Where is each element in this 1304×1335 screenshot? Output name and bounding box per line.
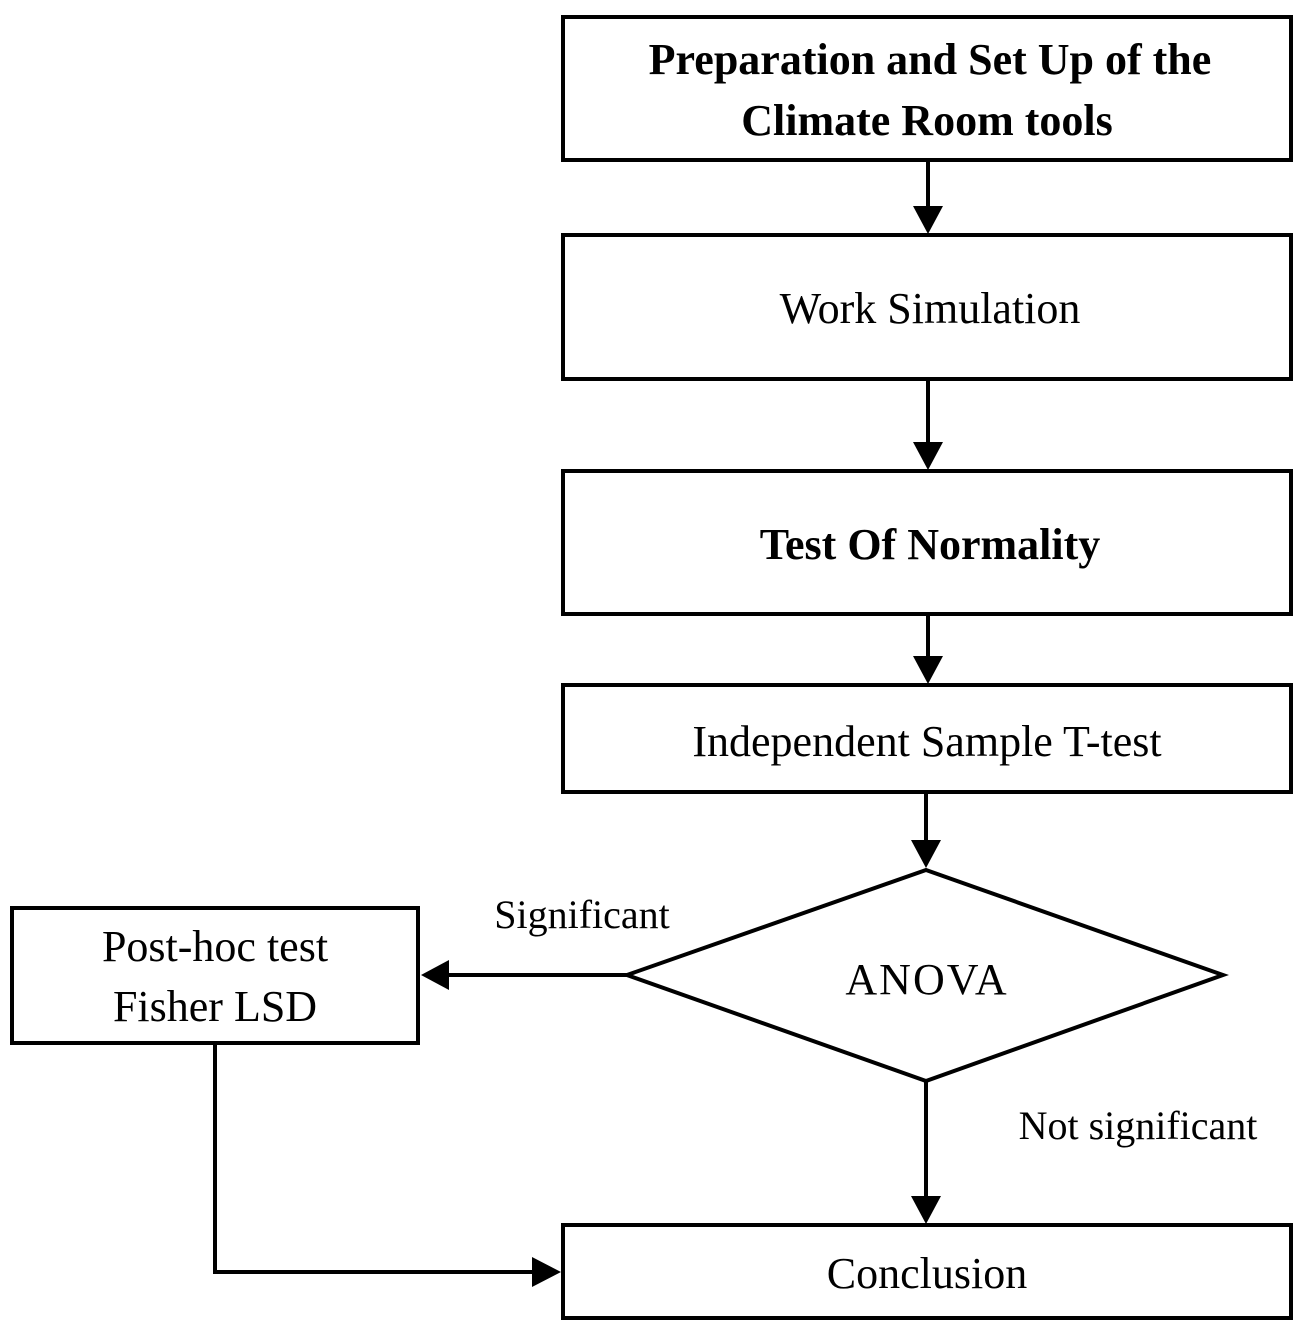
arrow-posthoc-to-conclusion (213, 1043, 561, 1287)
node-ttest: Independent Sample T-test (561, 683, 1293, 794)
arrow-work-to-normality (913, 379, 943, 470)
node-conclusion: Conclusion (561, 1223, 1293, 1320)
node-posthoc: Post-hoc test Fisher LSD (10, 906, 420, 1045)
node-anova-label: ANOVA (845, 955, 1008, 1004)
node-ttest-label: Independent Sample T-test (692, 717, 1161, 766)
node-posthoc-line-2: Fisher LSD (113, 982, 317, 1031)
arrow-preparation-to-work (913, 160, 943, 234)
edge-label-significant: Significant (494, 892, 670, 937)
node-preparation-line-2: Climate Room tools (741, 96, 1113, 145)
arrow-anova-to-posthoc: Significant (421, 892, 670, 990)
node-preparation-line-1: Preparation and Set Up of the (649, 35, 1212, 84)
node-work-simulation: Work Simulation (561, 233, 1293, 381)
node-conclusion-label: Conclusion (827, 1249, 1027, 1298)
node-anova-decision: ANOVA (620, 867, 1229, 1084)
node-posthoc-line-1: Post-hoc test (102, 922, 328, 971)
edge-label-not-significant: Not significant (1019, 1103, 1258, 1148)
node-preparation: Preparation and Set Up of the Climate Ro… (561, 15, 1293, 162)
arrow-normality-to-ttest (913, 614, 943, 684)
node-normality-label: Test Of Normality (760, 520, 1101, 569)
node-work-simulation-label: Work Simulation (780, 284, 1081, 333)
arrow-ttest-to-anova (911, 792, 941, 868)
arrow-anova-to-conclusion: Not significant (911, 1081, 1257, 1224)
node-normality: Test Of Normality (561, 469, 1293, 616)
